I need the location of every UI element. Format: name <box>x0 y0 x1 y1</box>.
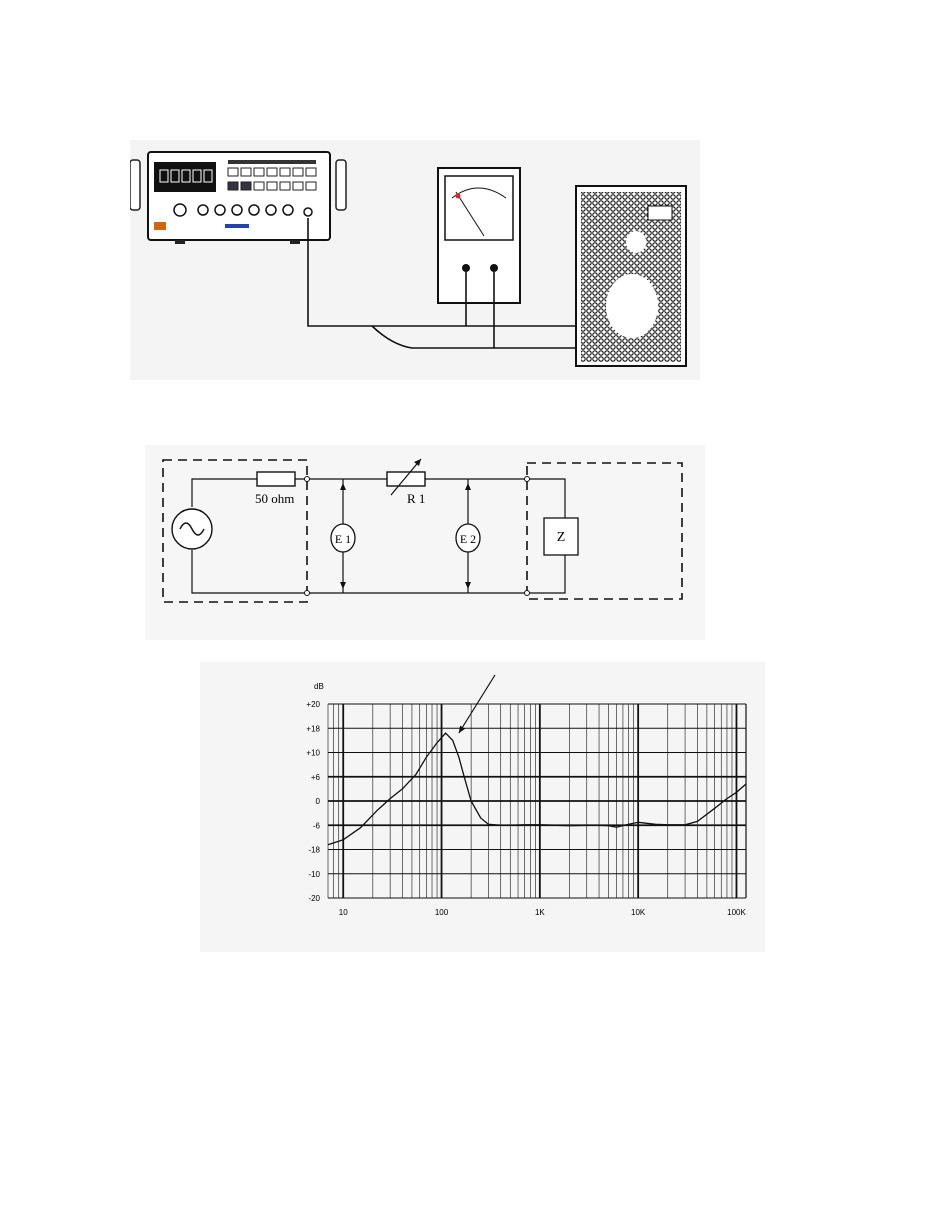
meter-lead-arrows <box>340 483 471 589</box>
x-tick-label: 1K <box>535 908 545 917</box>
test-setup-illustration <box>130 140 700 380</box>
schematic-svg: 50 ohm R 1 E 1 E 2 Z <box>145 445 705 640</box>
y-tick-label: +10 <box>306 749 320 758</box>
generator-foot-right <box>290 240 300 244</box>
generator-brand-logo <box>154 222 166 230</box>
speaker-badge <box>648 206 672 220</box>
y-tick-label: -10 <box>308 870 320 879</box>
y-tick-label: -18 <box>308 846 320 855</box>
speaker-tweeter <box>626 231 646 253</box>
source-resistor-label: 50 ohm <box>255 491 294 506</box>
wire-bottom <box>372 326 576 348</box>
generator-left-handle <box>130 160 140 210</box>
meter-terminal-left <box>462 264 470 272</box>
chart-svg: +20 +18 +10 +6 0 -6 -18 -10 -20 10 100 1K 10K 100K d… <box>200 662 765 952</box>
response-curve <box>328 733 746 845</box>
generator-blue-label <box>225 224 249 228</box>
y-tick-label: +6 <box>311 773 321 782</box>
generator-foot-left <box>175 240 185 244</box>
y-tick-label: -6 <box>313 821 321 830</box>
chart-grid <box>328 704 746 898</box>
meter-face <box>445 176 513 240</box>
meter-e1-label: E 1 <box>335 532 351 546</box>
generator-top-strip <box>228 160 316 164</box>
frequency-response-chart: +20 +18 +10 +6 0 -6 -18 -10 -20 10 100 1K 10K 100K d… <box>200 662 765 952</box>
x-tick-labels: 10 100 1K 10K 100K <box>339 908 747 917</box>
ac-source-symbol <box>172 509 212 549</box>
y-tick-label: +20 <box>306 700 320 709</box>
x-tick-label: 100K <box>727 908 746 917</box>
variable-resistor-label: R 1 <box>407 491 425 506</box>
meter-e2-label: E 2 <box>460 532 476 546</box>
x-tick-label: 100 <box>435 908 449 917</box>
y-tick-labels: +20 +18 +10 +6 0 -6 -18 -10 -20 <box>306 700 320 903</box>
generator-right-handle <box>336 160 346 210</box>
generator-display <box>154 162 216 192</box>
loudspeaker-cabinet <box>576 186 686 366</box>
meter-terminal-right <box>490 264 498 272</box>
impedance-measurement-schematic: 50 ohm R 1 E 1 E 2 Z <box>145 445 705 640</box>
y-tick-label: 0 <box>316 797 321 806</box>
source-resistor <box>257 472 295 486</box>
x-tick-label: 10 <box>339 908 348 917</box>
x-tick-label: 10K <box>631 908 646 917</box>
y-axis-label: dB <box>314 682 324 691</box>
function-generator <box>130 152 346 244</box>
load-impedance-label: Z <box>557 530 566 545</box>
test-setup-svg <box>130 140 700 380</box>
y-tick-label: -20 <box>308 894 320 903</box>
analog-voltmeter <box>438 168 520 303</box>
annotation-arrowhead-0 <box>459 726 465 734</box>
schematic-wires <box>192 479 565 593</box>
variable-resistor-arrowhead <box>414 459 421 466</box>
variable-resistor <box>387 472 425 486</box>
speaker-woofer <box>606 274 658 338</box>
meter-red-mark <box>456 194 461 199</box>
y-tick-label: +18 <box>306 724 320 733</box>
